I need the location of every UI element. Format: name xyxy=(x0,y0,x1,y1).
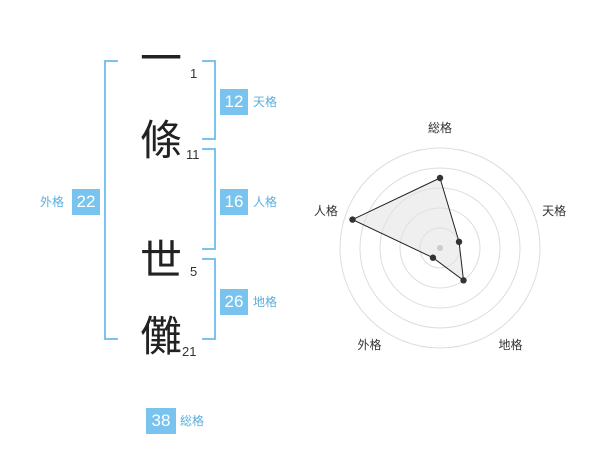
radar-area xyxy=(351,177,465,282)
chikaku-value-badge: 26 xyxy=(220,289,248,315)
radar-point-2 xyxy=(455,238,463,246)
radar-axis-label-3: 地格 xyxy=(499,337,523,352)
radar-ring xyxy=(339,147,541,349)
name-char-2: 條 xyxy=(140,116,183,165)
radar-point-1 xyxy=(436,174,444,182)
jinkaku-bracket xyxy=(202,148,216,250)
radar-axis-label-1: 総格 xyxy=(428,120,452,135)
chikaku-bracket xyxy=(202,258,216,340)
chikaku-label: 地格 xyxy=(253,295,278,309)
radar-center-dot xyxy=(437,245,443,251)
gaikaku-label: 外格 xyxy=(40,195,65,209)
tenkaku-label: 天格 xyxy=(253,95,278,109)
tenkaku-value-badge: 12 xyxy=(220,89,248,115)
radar-point-4 xyxy=(429,254,437,261)
jinkaku-value-badge: 16 xyxy=(220,189,248,215)
stroke-count-4: 21 xyxy=(182,344,197,359)
radar-point-3 xyxy=(460,277,467,284)
name-char-3: 世 xyxy=(140,236,183,285)
radar-point-5 xyxy=(349,216,356,223)
radar-axis-label-4: 外格 xyxy=(357,337,381,352)
soukaku-label: 総格 xyxy=(180,414,205,428)
name-char-4: 儺 xyxy=(140,312,183,361)
gaikaku-bracket xyxy=(104,60,118,340)
soukaku-value-badge: 38 xyxy=(146,408,176,434)
radar-axis-label-5: 人格 xyxy=(314,203,338,218)
stroke-count-1: 1 xyxy=(190,66,198,81)
stroke-count-3: 5 xyxy=(190,264,198,279)
radar-axis-label-2: 天格 xyxy=(542,203,566,218)
radar-ring xyxy=(359,167,521,329)
gaikaku-value-badge: 22 xyxy=(72,189,100,215)
tenkaku-bracket xyxy=(202,60,216,140)
jinkaku-label: 人格 xyxy=(253,195,278,209)
stroke-count-2: 11 xyxy=(186,147,200,162)
name-char-1: 一 xyxy=(140,34,183,83)
